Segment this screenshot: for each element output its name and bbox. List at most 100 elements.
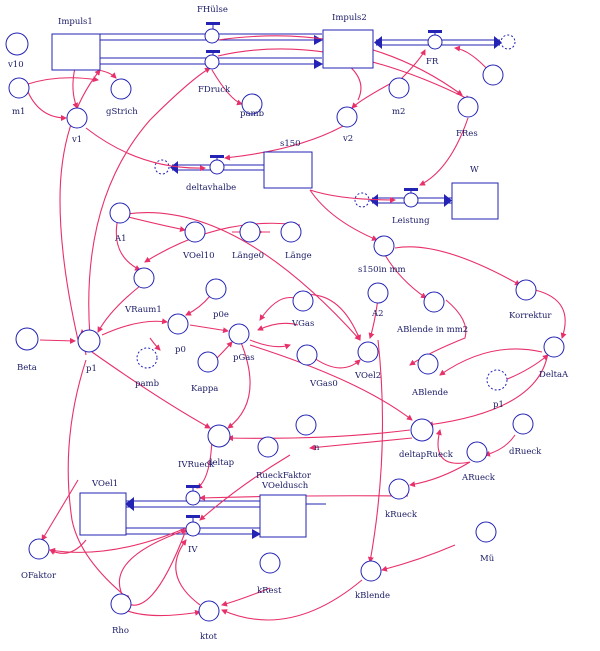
converter-v2-label: v2	[342, 134, 353, 144]
converter-p1-ghost: p1	[486, 369, 508, 410]
converter-n-label: n	[314, 443, 320, 453]
converter-m1-label: m1	[12, 107, 25, 117]
stock-voel1-label: VOel1	[91, 479, 118, 489]
stock-w-label: W	[470, 165, 479, 175]
converter-kappa: Kappa	[191, 351, 219, 394]
converter-ofaktor-label: OFaktor	[21, 571, 57, 581]
flow-leistung: Leistung	[392, 188, 430, 226]
converter-deltap: deltap	[207, 424, 235, 468]
converter-voel2-label: VOel2	[354, 371, 381, 381]
converter-a1-label: A1	[114, 234, 127, 244]
converter-ablende-mm2-label: ABlende in mm2	[396, 325, 468, 335]
flow-iv: IV	[185, 515, 201, 555]
flow-fr-label: FR	[426, 57, 439, 67]
converter-a2: A2	[367, 282, 389, 319]
converter-ofaktor: OFaktor	[21, 538, 57, 581]
converter-p0: p0	[167, 313, 189, 355]
converter-fres: FRes	[456, 96, 479, 139]
converter-p0-label: p0	[175, 345, 186, 355]
converter-drueck-label: dRueck	[509, 447, 542, 457]
converter-p1-label: p1	[86, 364, 97, 374]
converter-a1: A1	[109, 202, 131, 244]
converter-arueck-label: ARueck	[461, 473, 496, 483]
converter-voel10-label: VOel10	[182, 251, 215, 261]
converter-vgas0: VGas0	[296, 344, 338, 389]
converter-p0e: p0e	[205, 278, 229, 320]
converter-muegl	[482, 64, 504, 86]
converter-ablende-label: ABlende	[411, 388, 448, 398]
converter-pgas-label: pGas	[233, 353, 255, 363]
converter-drueck: dRueck	[509, 413, 542, 457]
converter-deltap-label: deltap	[207, 458, 235, 468]
converter-ktot: ktot	[198, 600, 220, 642]
converter-kblende: kBlende	[355, 560, 390, 601]
converter-s150mm: s150in mm	[358, 235, 406, 275]
converter-v1: v1	[66, 107, 88, 145]
converter-ablende-mm2: ABlende in mm2	[396, 291, 468, 335]
converter-mue-label: Mü	[480, 554, 495, 564]
converter-kappa-label: Kappa	[191, 384, 218, 394]
converter-n: n	[295, 414, 320, 453]
converter-a2-label: A2	[371, 309, 384, 319]
converter-laenge-label: Länge	[285, 251, 312, 261]
converter-laenge0: Länge0	[232, 221, 264, 261]
converter-ktot-label: ktot	[200, 632, 218, 642]
converter-laenge0-label: Länge0	[232, 251, 264, 261]
converter-beta-label: Beta	[17, 363, 37, 373]
converter-deltaa-label: DeltaA	[539, 370, 569, 380]
flow-deltavhalbe-label: deltavhalbe	[186, 183, 236, 193]
flow-fdruck-label: FDruck	[198, 85, 231, 95]
converter-vraum1-label: VRaum1	[124, 305, 162, 315]
converter-p1: p1	[77, 329, 101, 374]
converter-rho-label: Rho	[112, 626, 129, 636]
converter-deltaprueck-label: deltapRueck	[399, 450, 454, 460]
stock-s150: s150	[263, 139, 313, 189]
converter-fres-label: FRes	[456, 129, 478, 139]
connectors	[27, 35, 567, 621]
converter-korrektur: Korrektur	[509, 279, 552, 321]
converter-voel2: VOel2	[354, 341, 381, 381]
flow-fhuelse: FHülse	[197, 5, 228, 44]
converter-rueckfaktor: RueckFaktor	[256, 436, 312, 481]
converters: v10 m1 gStrich v1 pamb m2 v2	[5, 32, 569, 642]
converter-pamb-top: pamb	[240, 93, 265, 119]
converter-deltaprueck: deltapRueck	[399, 418, 454, 460]
flow-fr: FR	[426, 30, 443, 67]
converter-krueck: kRueck	[385, 478, 418, 520]
converter-gstrich-label: gStrich	[106, 107, 138, 117]
converter-laenge: Länge	[280, 221, 312, 261]
converter-v1-label: v1	[71, 135, 82, 145]
converter-pamb-mid-label: pamb	[135, 379, 160, 389]
converter-deltaa: DeltaA	[539, 336, 569, 380]
converter-rho: Rho	[110, 593, 132, 636]
converter-krueck-label: kRueck	[385, 510, 418, 520]
stock-impuls1: Impuls1	[51, 17, 101, 71]
converter-mue: Mü	[475, 521, 497, 564]
flow-ivrueck: IVRueck	[178, 460, 215, 506]
flow-fdruck: FDruck	[198, 50, 231, 95]
converter-m2: m2	[388, 77, 410, 117]
converter-vgas: VGas	[291, 290, 314, 329]
flow-fhuelse-label: FHülse	[197, 5, 228, 15]
converter-p0e-label: p0e	[213, 310, 229, 320]
converter-m1: m1	[8, 77, 30, 117]
stock-voel1: VOel1	[79, 479, 127, 536]
flow-iv-label: IV	[188, 545, 198, 555]
flow-leistung-label: Leistung	[392, 216, 430, 226]
converter-krest-label: kRest	[257, 586, 282, 596]
stock-impuls2: Impuls2	[322, 13, 374, 69]
converter-p1-ghost-label: p1	[493, 400, 504, 410]
converter-krest: kRest	[257, 552, 282, 596]
converter-vraum1: VRaum1	[124, 267, 162, 315]
converter-beta: Beta	[15, 327, 39, 373]
converter-m2-label: m2	[392, 107, 405, 117]
converter-vgas0-label: VGas0	[309, 379, 338, 389]
converter-arueck: ARueck	[461, 441, 496, 483]
stock-s150-label: s150	[280, 139, 301, 149]
cloud-sink-deltavhalbe	[154, 159, 170, 175]
cloud-source-fr	[500, 34, 516, 50]
converter-v2: v2	[336, 106, 358, 144]
flow-ivrueck-label: IVRueck	[178, 460, 215, 470]
converter-ablende: ABlende	[411, 353, 448, 398]
